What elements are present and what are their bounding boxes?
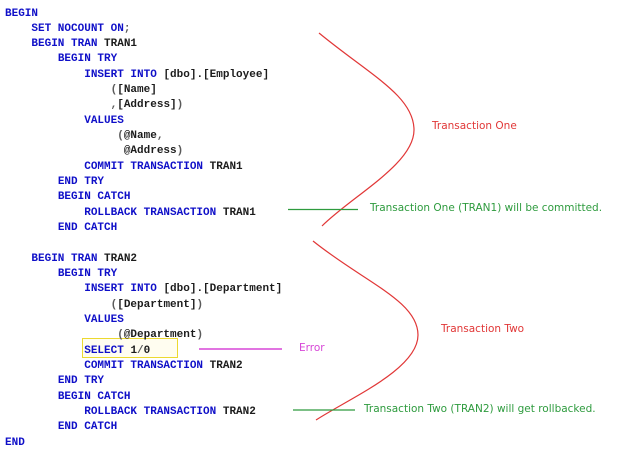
code-line: ([Name]: [110, 84, 157, 97]
code-line: END CATCH: [57, 421, 118, 434]
code-line: BEGIN CATCH: [57, 191, 131, 204]
code-line: VALUES: [84, 314, 124, 327]
code-line: ROLLBACK TRANSACTION TRAN2: [84, 406, 256, 419]
transaction-one-label: Transaction One: [432, 120, 517, 132]
code-line: INSERT INTO [dbo].[Department]: [84, 283, 283, 296]
rollback-note: Transaction Two (TRAN2) will get rollbac…: [364, 403, 596, 415]
code-line: BEGIN TRAN TRAN2: [31, 252, 138, 265]
code-line: ,[Address]): [110, 99, 184, 112]
code-line: BEGIN TRAN TRAN1: [31, 38, 138, 51]
transaction-two-label: Transaction Two: [441, 323, 525, 335]
error-highlight-box: [82, 338, 178, 358]
code-line: INSERT INTO [dbo].[Employee]: [84, 68, 270, 81]
code-line: ROLLBACK TRANSACTION TRAN1: [84, 206, 256, 219]
code-line: BEGIN TRY: [57, 53, 118, 66]
code-line: END CATCH: [57, 222, 118, 235]
code-line-error: SELECT 1/0: [84, 344, 151, 357]
code-line: SET NOCOUNT ON;: [31, 22, 131, 35]
code-line: ([Department]): [110, 298, 204, 311]
code-line: END: [5, 436, 25, 449]
code-line: (@Department): [117, 329, 204, 342]
code-line: (@Name,: [117, 130, 164, 143]
code-line: VALUES: [84, 114, 124, 127]
code-line: END TRY: [57, 176, 105, 189]
code-line: COMMIT TRANSACTION TRAN1: [84, 160, 243, 173]
code-line: BEGIN CATCH: [57, 390, 131, 403]
code-line: END TRY: [57, 375, 105, 388]
code-line: BEGIN TRY: [57, 268, 118, 281]
error-label: Error: [299, 342, 325, 354]
code-line: COMMIT TRANSACTION TRAN2: [84, 360, 243, 373]
code-line: @Address): [123, 145, 184, 158]
committed-note: Transaction One (TRAN1) will be committe…: [370, 202, 603, 214]
code-line: BEGIN: [5, 7, 39, 20]
